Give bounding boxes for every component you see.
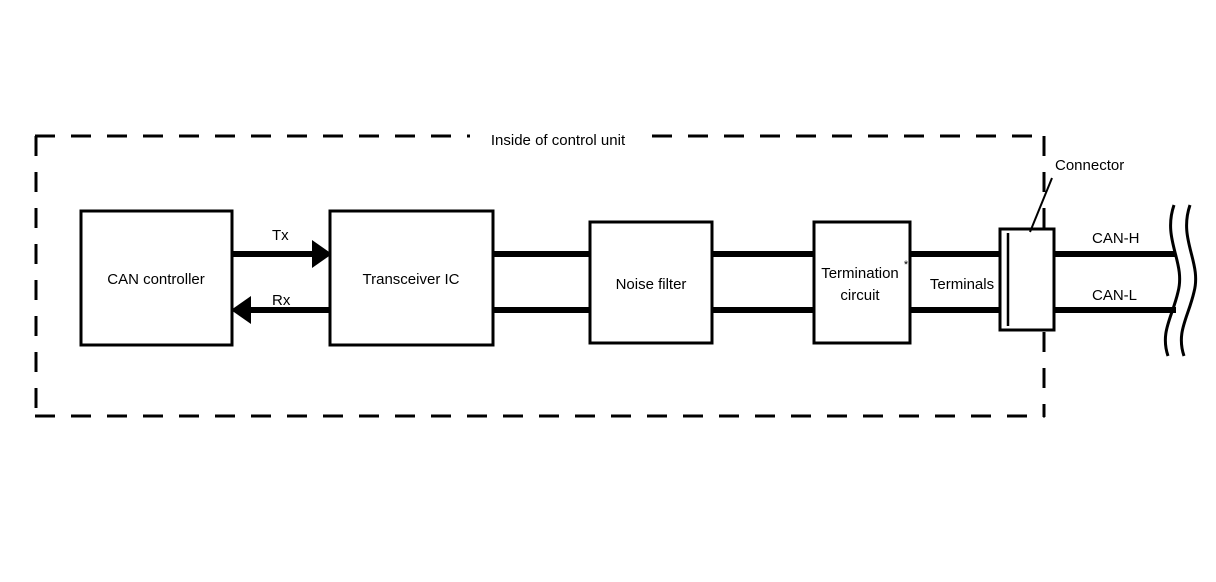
connector-leader-line [1029,177,1053,233]
termination-circuit-label-line1: Termination [821,265,899,282]
block-can-controller: CAN controller [79,209,234,347]
transceiver-ic-box [328,209,495,347]
cable-break-wave-right [1179,204,1198,357]
tx-signal-arrow [232,240,332,268]
tx-label: Tx [272,227,289,244]
can-controller-label: CAN controller [107,271,205,288]
can-controller-box [79,209,234,347]
noise-filter-box [588,220,714,345]
termination-circuit-box [812,220,912,345]
cable-break-wave-left [1163,204,1182,357]
can-h-label: CAN-H [1092,230,1140,247]
terminals-label: Terminals [930,276,994,293]
rx-arrow-head [231,296,251,324]
block-noise-filter: Noise filter [588,220,714,345]
transceiver-ic-label: Transceiver IC [363,271,460,288]
can-l-label: CAN-L [1092,287,1137,304]
control-unit-boundary [34,134,1046,418]
can-bus-lines [493,251,1176,313]
block-connector [998,227,1056,332]
rx-label: Rx [272,292,291,309]
tx-arrow-head [312,240,332,268]
termination-circuit-footnote-asterisk: * [904,259,909,271]
connector-callout: Connector [1029,157,1124,233]
rx-signal-arrow [231,296,331,324]
connector-callout-label: Connector [1055,157,1124,174]
block-transceiver-ic: Transceiver IC [328,209,495,347]
cable-break-icon [1163,204,1198,357]
boundary-label: Inside of control unit [491,132,626,149]
termination-circuit-label-line2: circuit [840,287,880,304]
block-termination-circuit: Termination * circuit [812,220,912,345]
noise-filter-label: Noise filter [616,276,687,293]
